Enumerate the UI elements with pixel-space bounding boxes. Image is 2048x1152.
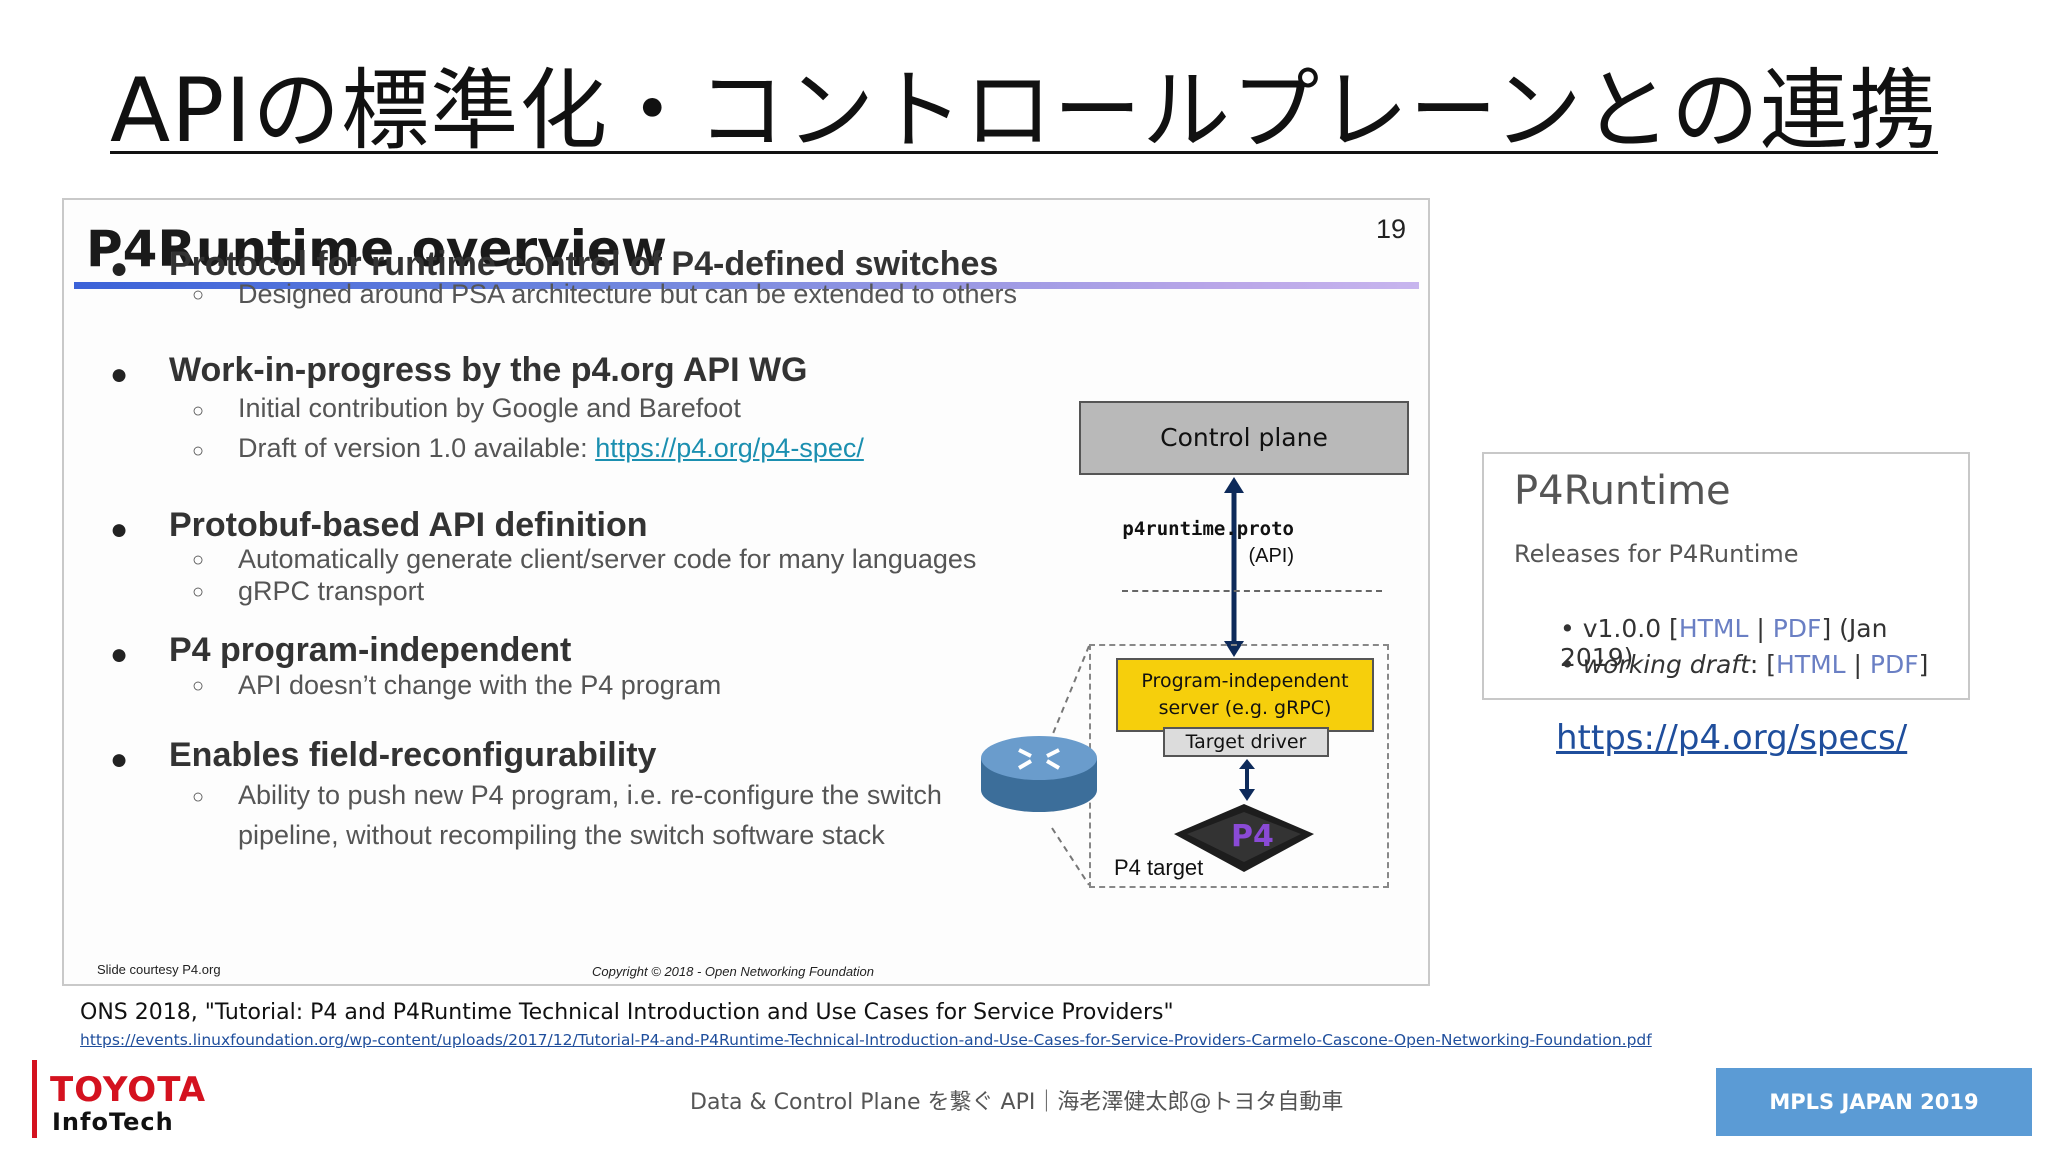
citation-url-link[interactable]: https://events.linuxfoundation.org/wp-co…	[80, 1031, 1652, 1049]
connector-lines	[1051, 645, 1090, 886]
router-icon	[981, 736, 1097, 812]
target-driver-box: Target driver	[1163, 727, 1329, 757]
page-title: APIの標準化・コントロールプレーンとの連携	[110, 59, 1938, 162]
sub-bullet-circle: ○	[192, 440, 205, 462]
sub-bullet-3-2: gRPC transport	[238, 576, 425, 606]
slide-courtesy: Slide courtesy P4.org	[97, 962, 221, 977]
citation-text: ONS 2018, "Tutorial: P4 and P4Runtime Te…	[80, 1000, 1174, 1025]
sub-bullet-circle: ○	[192, 284, 205, 306]
release-draft-html-link[interactable]: HTML	[1776, 650, 1846, 679]
sub-bullet-3-1: Automatically generate client/server cod…	[238, 544, 977, 574]
slide-copyright: Copyright © 2018 - Open Networking Found…	[592, 964, 875, 979]
bullet-4: P4 program-independent	[169, 631, 572, 669]
sub-bullet-circle: ○	[192, 400, 205, 422]
toyota-logo-text: TOYOTA	[50, 1070, 207, 1110]
event-badge: MPLS JAPAN 2019	[1716, 1068, 2032, 1136]
sub-bullet-4-1: API doesn’t change with the P4 program	[238, 670, 722, 700]
sub-bullet-2-2: Draft of version 1.0 available: https://…	[238, 433, 864, 463]
release-item-draft: • working draft: [HTML | PDF]	[1560, 650, 1929, 679]
bullet-3: Protobuf-based API definition	[169, 506, 648, 544]
slide-title-rule	[74, 282, 1419, 289]
logo-accent-bar	[32, 1060, 37, 1138]
sub-bullet-5-2: pipeline, without recompiling the switch…	[238, 820, 885, 850]
release-v1-html-link[interactable]: HTML	[1678, 614, 1749, 643]
release-v1-pdf-link[interactable]: PDF	[1772, 614, 1822, 643]
releases-panel: P4Runtime Releases for P4Runtime • v1.0.…	[1482, 452, 1970, 700]
bullet-5: Enables field-reconfigurability	[169, 736, 657, 774]
bullet-2: Work-in-progress by the p4.org API WG	[169, 351, 808, 389]
dashed-separator	[1122, 590, 1382, 592]
api-label: (API)	[1248, 545, 1294, 567]
releases-subtitle: Releases for P4Runtime	[1514, 540, 1799, 568]
release-item-v1: • v1.0.0 [HTML | PDF] (Jan 2019)	[1560, 614, 1888, 672]
releases-title: P4Runtime	[1514, 468, 1731, 514]
sub-bullet-circle: ○	[192, 675, 205, 697]
p4-chip-icon: P4	[1174, 804, 1314, 872]
infotech-logo-text: InfoTech	[52, 1108, 174, 1136]
embedded-slide: P4Runtime overview 19 ● Protocol for run…	[62, 198, 1430, 986]
bullet-dot: ●	[110, 513, 129, 546]
bullet-dot: ●	[110, 638, 129, 671]
p4-spec-link[interactable]: https://p4.org/p4-spec/	[595, 433, 864, 463]
svg-text:P4: P4	[1231, 819, 1274, 854]
release-draft-pdf-link[interactable]: PDF	[1869, 650, 1919, 679]
driver-arrow	[1239, 759, 1255, 801]
footer-caption: Data & Control Plane を繋ぐ API｜海老澤健太郎@トヨタ自…	[690, 1090, 1344, 1115]
bullet-1: Protocol for runtime control of P4-defin…	[169, 245, 999, 283]
sub-bullet-circle: ○	[192, 581, 205, 603]
bullet-dot: ●	[110, 358, 129, 391]
control-plane-box: Control plane	[1079, 401, 1409, 475]
slide-title: P4Runtime overview	[86, 220, 667, 278]
sub-bullet-2-1: Initial contribution by Google and Baref…	[238, 393, 741, 423]
slide-page-number: 19	[1375, 214, 1406, 244]
bullet-dot: ●	[110, 252, 129, 285]
sub-bullet-5-1: Ability to push new P4 program, i.e. re-…	[238, 780, 942, 810]
proto-label: p4runtime.proto	[1122, 518, 1294, 540]
sub-bullet-circle: ○	[192, 786, 205, 808]
p4-specs-link[interactable]: https://p4.org/specs/	[1556, 718, 1908, 758]
sub-bullet-circle: ○	[192, 549, 205, 571]
sub-bullet-1-1: Designed around PSA architecture but can…	[238, 279, 1018, 309]
bullet-dot: ●	[110, 743, 129, 776]
server-box: Program-independent server (e.g. gRPC)	[1116, 658, 1374, 732]
p4-target-label: P4 target	[1114, 855, 1204, 880]
